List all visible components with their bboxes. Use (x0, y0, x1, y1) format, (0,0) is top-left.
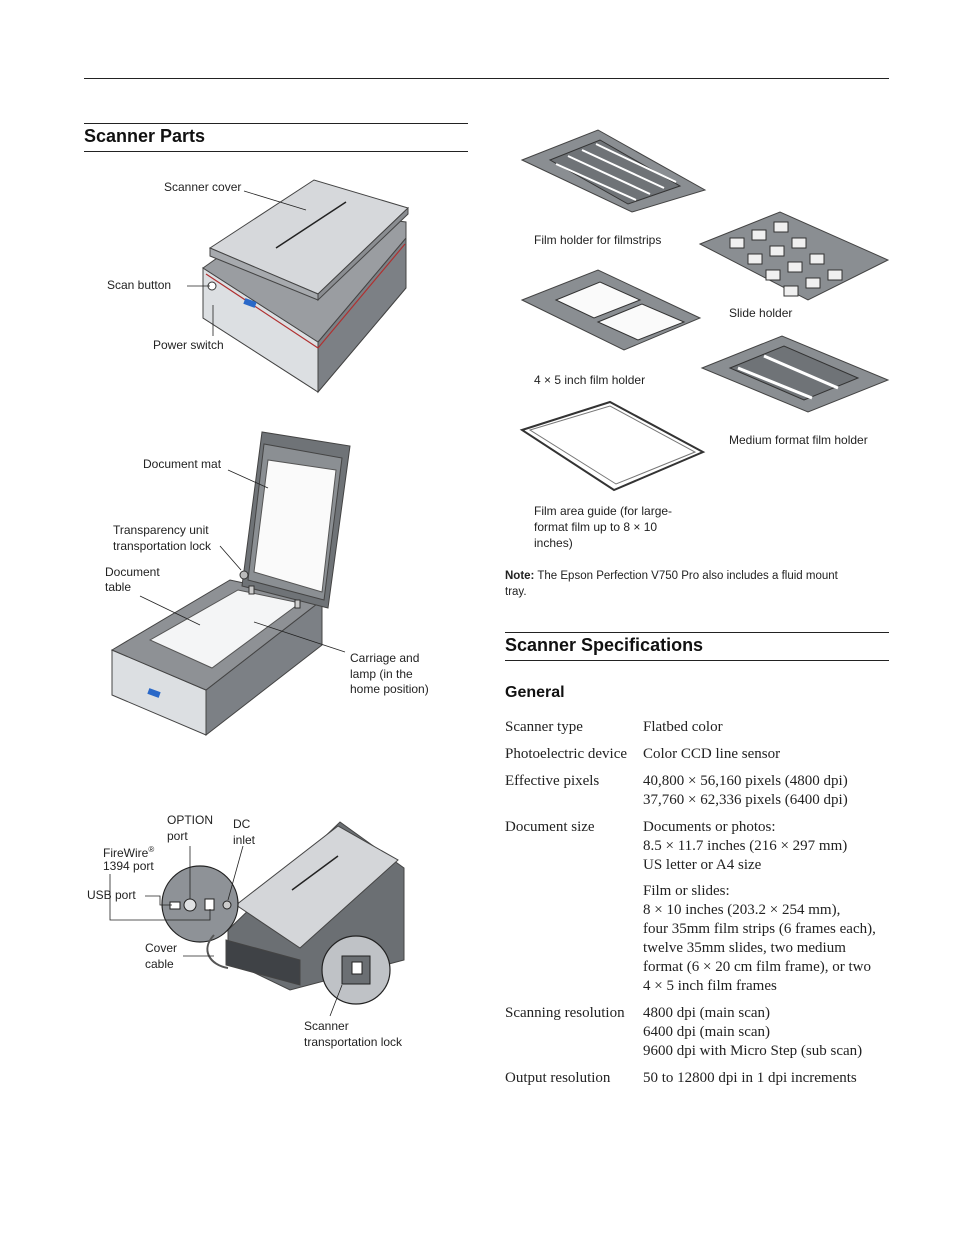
spec-value: 40,800 × 56,160 pixels (4800 dpi) 37,760 … (643, 772, 895, 810)
note-paragraph: Note: The Epson Perfection V750 Pro also… (505, 568, 890, 600)
spec-value: 50 to 12800 dpi in 1 dpi increments (643, 1069, 895, 1088)
label-power-switch: Power switch (153, 338, 224, 352)
spec-row: Effective pixels 40,800 × 56,160 pixels (… (505, 772, 895, 810)
label-document-table-1: Document (105, 565, 160, 579)
specs-bottom-rule (505, 660, 889, 661)
label-scanner-lock-2: transportation lock (304, 1035, 403, 1049)
label-firewire-2: 1394 port (103, 859, 154, 873)
label-usb-port: USB port (87, 888, 136, 902)
scanner-parts-heading: Scanner Parts (84, 126, 206, 146)
label-firewire-1: FireWire® (103, 845, 155, 860)
label-option-port-2: port (167, 829, 188, 843)
specs-heading: Scanner Specifications (505, 635, 704, 655)
label-cover-cable-1: Cover (145, 941, 178, 955)
spec-value: Flatbed color (643, 718, 895, 737)
spec-value-line: 37,760 × 62,336 pixels (6400 dpi) (643, 792, 848, 808)
spec-row: Photoelectric device Color CCD line senso… (505, 745, 895, 764)
spec-row: Scanning resolution 4800 dpi (main scan) 6… (505, 1004, 895, 1061)
label-document-table-2: table (105, 580, 132, 594)
label-dc-inlet-2: inlet (233, 833, 256, 847)
spec-row: Output resolution 50 to 12800 dpi in 1 dp… (505, 1069, 895, 1088)
general-heading: General (505, 684, 565, 701)
spec-value-line: 9600 dpi with Micro Step (sub scan) (643, 1043, 863, 1059)
note-label: Note: (505, 570, 535, 582)
spec-value-line: Color CCD line sensor (643, 746, 781, 762)
spec-label: Scanner type (505, 719, 583, 735)
spec-value-line: 50 to 12800 dpi in 1 dpi increments (643, 1070, 857, 1086)
spec-value-line: 6400 dpi (main scan) (643, 1024, 771, 1040)
spec-value: 4800 dpi (main scan) 6400 dpi (main scan)… (643, 1004, 895, 1061)
spec-label: Document size (505, 819, 595, 835)
spec-value-line: Film or slides: (643, 883, 730, 899)
note-text: The Epson Perfection V750 Pro also inclu… (534, 570, 838, 582)
label-scanner-cover: Scanner cover (164, 180, 242, 194)
label-carriage-3: home position) (350, 682, 429, 696)
spec-label: Output resolution (505, 1070, 611, 1086)
spec-row: Scanner type Flatbed color (505, 718, 895, 737)
label-cover-cable-2: cable (145, 957, 174, 971)
label-dc-inlet-1: DC (233, 817, 251, 831)
spec-row: Document size Documents or photos: 8.5 × 1… (505, 818, 895, 996)
label-carriage-1: Carriage and (350, 651, 420, 665)
spec-value-line: 4 × 5 inch film frames (643, 978, 777, 994)
spec-label: Photoelectric device (505, 746, 628, 762)
spec-label: Scanning resolution (505, 1005, 625, 1021)
label-scan-button: Scan button (107, 278, 172, 292)
label-4x5-holder: 4 × 5 inch film holder (534, 373, 646, 387)
specs-top-rule (505, 632, 889, 633)
page-top-rule (84, 78, 889, 79)
label-medium-format-holder: Medium format film holder (729, 433, 868, 447)
label-film-area-guide-3: inches) (534, 536, 573, 550)
spec-label: Effective pixels (505, 773, 600, 789)
spec-value-line: Documents or photos: (643, 819, 776, 835)
label-carriage-2: lamp (in the (350, 667, 413, 681)
label-option-port-1: OPTION (167, 813, 214, 827)
spec-value-line: 8 × 10 inches (203.2 × 254 mm), (643, 902, 841, 918)
spec-value-line: Flatbed color (643, 719, 723, 735)
scanner-parts-bottom-rule (84, 151, 468, 152)
spec-value-line: US letter or A4 size (643, 857, 762, 873)
label-document-mat: Document mat (143, 457, 222, 471)
spec-value-line: four 35mm film strips (6 frames each), (643, 921, 876, 937)
label-slide-holder: Slide holder (729, 306, 793, 320)
spec-value-line: 8.5 × 11.7 inches (216 × 297 mm) (643, 838, 848, 854)
spec-value-line: format (6 × 20 cm film frame), or two (643, 959, 871, 975)
spec-value: Documents or photos: 8.5 × 11.7 inches (2… (643, 818, 895, 996)
scanner-parts-top-rule (84, 123, 468, 124)
label-transparency-unit-2: transportation lock (113, 539, 212, 553)
spec-value-line: twelve 35mm slides, two medium (643, 940, 846, 956)
spec-value: Color CCD line sensor (643, 745, 895, 764)
label-scanner-lock-1: Scanner (304, 1019, 349, 1033)
spec-value-line: 40,800 × 56,160 pixels (4800 dpi) (643, 773, 848, 789)
spec-value-line: 4800 dpi (main scan) (643, 1005, 771, 1021)
label-film-holder-filmstrips: Film holder for filmstrips (534, 233, 662, 247)
label-film-area-guide-2: format film up to 8 × 10 (534, 520, 658, 534)
note-text-2: tray. (505, 586, 527, 598)
label-film-area-guide-1: Film area guide (for large- (534, 504, 673, 518)
label-transparency-unit-1: Transparency unit (113, 523, 209, 537)
